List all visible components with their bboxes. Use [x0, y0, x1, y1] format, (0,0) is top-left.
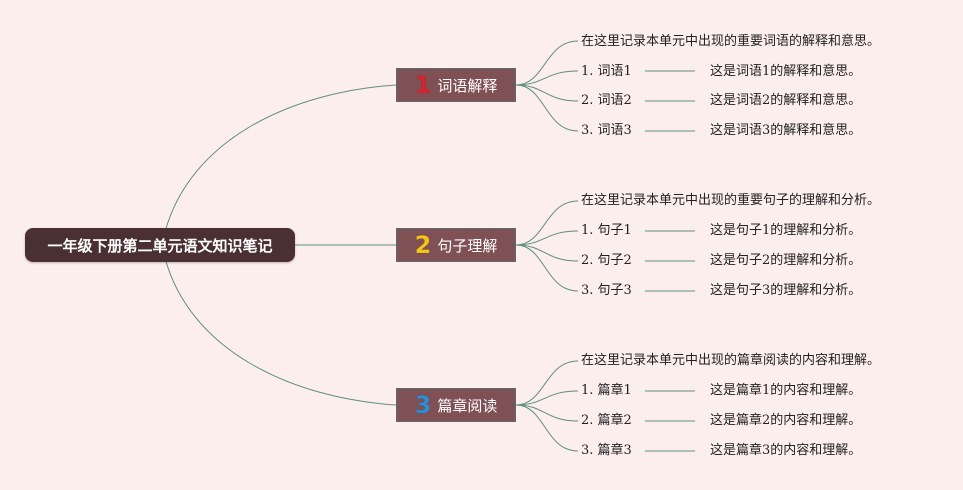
- topic-to-leaf-connector: [515, 70, 579, 86]
- topic-to-leaf-connector: [515, 244, 579, 262]
- topic-intro: 在这里记录本单元中出现的篇章阅读的内容和理解。: [581, 353, 881, 368]
- leaf-detail: 这是句子1的理解和分析。: [710, 223, 862, 238]
- topic-title: 词语解释: [437, 76, 498, 95]
- leaf-label: 2. 篇章2: [581, 413, 632, 428]
- leaf-detail: 这是句子2的理解和分析。: [710, 253, 862, 268]
- root-to-topic-connector: [164, 84, 397, 233]
- leaf-label: 1. 词语1: [581, 64, 632, 79]
- topic-to-leaf-connector: [515, 404, 579, 452]
- topic-title: 句子理解: [437, 236, 498, 255]
- topic-to-leaf-connector: [515, 230, 579, 246]
- leaf-label: 1. 句子1: [581, 223, 632, 238]
- topic-sentences[interactable]: 2 句子理解: [396, 228, 516, 262]
- topic-vocabulary[interactable]: 1 词语解释: [396, 68, 516, 102]
- leaf-label: 3. 句子3: [581, 283, 632, 298]
- number-two-icon: 2: [414, 231, 432, 259]
- root-to-topic-connector: [164, 257, 397, 406]
- topic-to-leaf-connector: [515, 84, 579, 132]
- leaf-detail: 这是词语1的解释和意思。: [710, 64, 862, 79]
- leaf-label: 3. 篇章3: [581, 443, 632, 458]
- leaf-detail: 这是词语3的解释和意思。: [710, 123, 862, 138]
- topic-intro: 在这里记录本单元中出现的重要词语的解释和意思。: [581, 34, 881, 49]
- leaf-label: 3. 词语3: [581, 123, 632, 138]
- topic-to-leaf-connector: [515, 404, 579, 422]
- leaf-detail: 这是篇章3的内容和理解。: [710, 443, 862, 458]
- leaf-detail: 这是篇章1的内容和理解。: [710, 383, 862, 398]
- leaf-label: 2. 词语2: [581, 93, 632, 108]
- topic-to-leaf-connector: [515, 390, 579, 406]
- topic-to-leaf-connector: [515, 244, 579, 292]
- leaf-detail: 这是篇章2的内容和理解。: [710, 413, 862, 428]
- leaf-label: 2. 句子2: [581, 253, 632, 268]
- leaf-detail: 这是词语2的解释和意思。: [710, 93, 862, 108]
- topic-to-leaf-connector: [515, 84, 579, 102]
- topic-reading[interactable]: 3 篇章阅读: [396, 388, 516, 422]
- topic-title: 篇章阅读: [437, 396, 498, 415]
- number-three-icon: 3: [414, 391, 432, 419]
- leaf-label: 1. 篇章1: [581, 383, 632, 398]
- topic-to-leaf-connector: [515, 360, 579, 406]
- root-title: 一年级下册第二单元语文知识笔记: [47, 236, 273, 255]
- topic-to-leaf-connector: [515, 40, 579, 86]
- root-node[interactable]: 一年级下册第二单元语文知识笔记: [25, 228, 295, 262]
- topic-intro: 在这里记录本单元中出现的重要句子的理解和分析。: [581, 193, 881, 208]
- leaf-detail: 这是句子3的理解和分析。: [710, 283, 862, 298]
- number-one-icon: 1: [414, 71, 432, 99]
- topic-to-leaf-connector: [515, 200, 579, 246]
